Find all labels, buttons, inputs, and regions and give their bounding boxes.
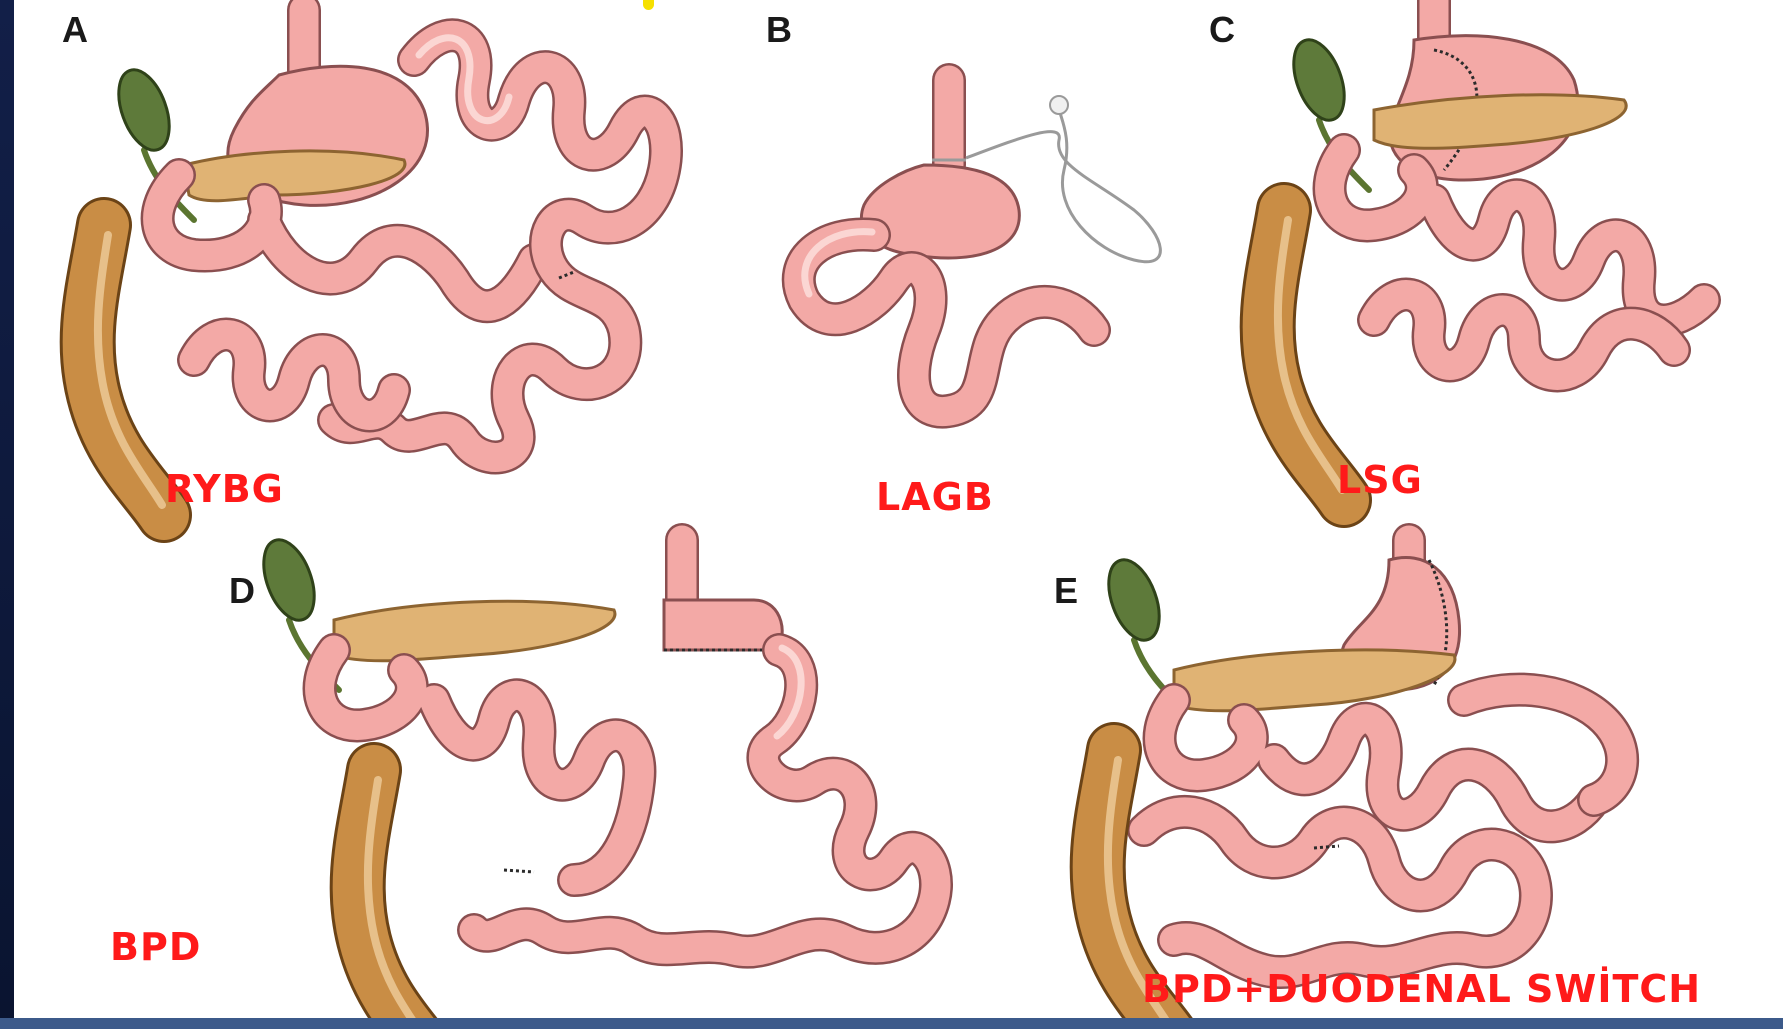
pancreas-icon bbox=[1174, 650, 1455, 711]
panel-e-illustration bbox=[1098, 540, 1622, 1029]
panel-a-procedure: RYBG bbox=[165, 467, 284, 511]
panel-b: B LAGB bbox=[766, 9, 1160, 519]
colon-icon bbox=[88, 225, 164, 515]
panel-c: C LSG bbox=[1209, 0, 1704, 502]
panel-a: A RYBG bbox=[62, 9, 666, 515]
panel-d: D BPD bbox=[110, 533, 936, 1029]
panel-b-illustration bbox=[799, 80, 1161, 412]
panel-c-procedure: LSG bbox=[1337, 458, 1423, 502]
pancreas-icon bbox=[334, 601, 615, 660]
panel-a-illustration bbox=[88, 10, 666, 515]
panel-d-letter: D bbox=[229, 570, 255, 611]
bariatric-procedures-diagram: A RYBG B LA bbox=[14, 0, 1783, 1029]
panel-d-illustration bbox=[254, 533, 936, 1029]
panel-b-letter: B bbox=[766, 9, 792, 50]
colon-icon bbox=[358, 770, 434, 1029]
panel-c-letter: C bbox=[1209, 9, 1235, 50]
panel-c-illustration bbox=[1268, 0, 1704, 500]
panel-e: E BPD+DUODENAL SWİTCH bbox=[1054, 540, 1701, 1029]
slide-canvas: A RYBG B LA bbox=[14, 0, 1783, 1029]
panel-e-letter: E bbox=[1054, 570, 1078, 611]
panel-b-procedure: LAGB bbox=[876, 475, 994, 519]
panel-e-procedure: BPD+DUODENAL SWİTCH bbox=[1142, 967, 1701, 1011]
panel-a-letter: A bbox=[62, 9, 88, 50]
colon-icon bbox=[1268, 210, 1344, 500]
pancreas-icon bbox=[1374, 95, 1626, 148]
slide-border-left bbox=[0, 0, 14, 1029]
slide-bottom-bar bbox=[0, 1018, 1783, 1029]
panel-d-procedure: BPD bbox=[110, 925, 201, 969]
